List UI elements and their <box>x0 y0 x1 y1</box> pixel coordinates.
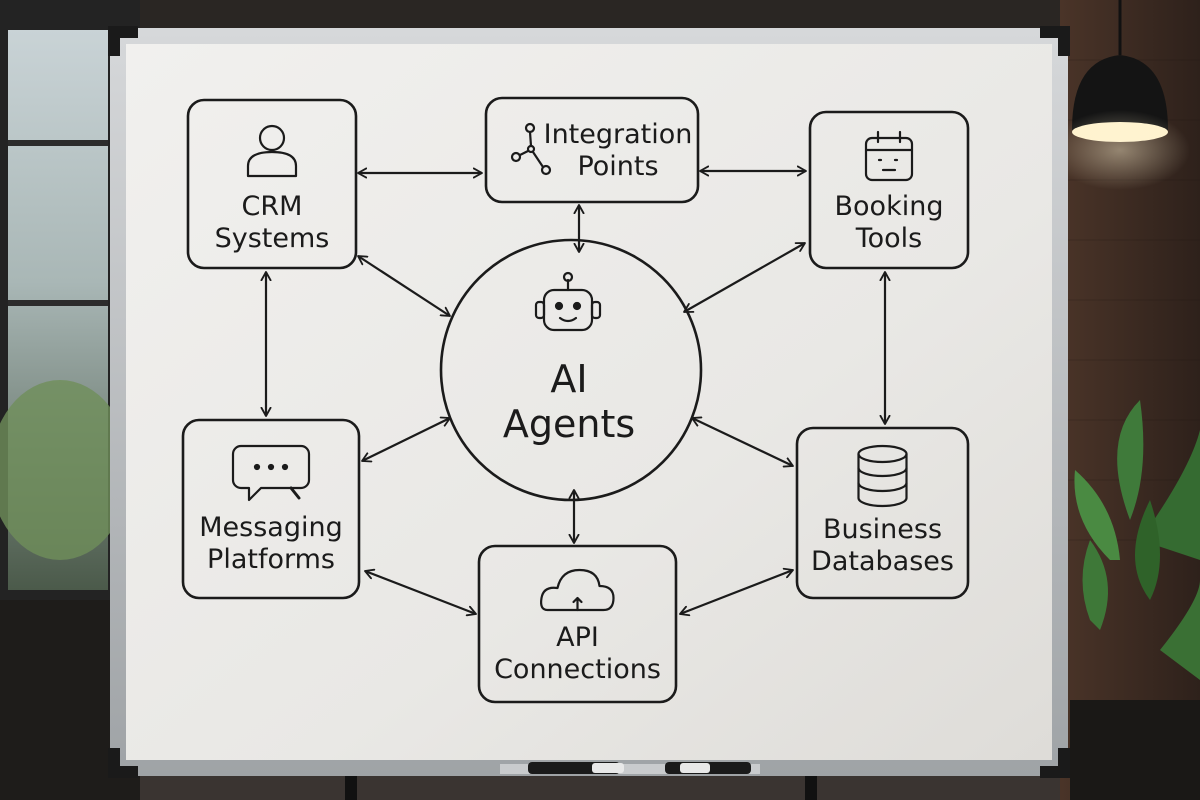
ai-agents-label-line: Agents <box>503 402 635 446</box>
business-databases-label-line: Databases <box>811 546 954 577</box>
connector-messaging-platforms-to-api-connections <box>364 568 477 617</box>
api-connections-box <box>477 544 678 704</box>
marker-tray <box>500 764 760 774</box>
person-icon <box>246 124 298 178</box>
messaging-platforms-box <box>181 418 361 600</box>
crm-systems-label-line: CRM <box>242 191 303 222</box>
crm-systems-box <box>186 98 358 270</box>
connection-layer <box>260 165 891 617</box>
integration-points-box <box>484 96 700 204</box>
calendar-icon <box>864 130 914 182</box>
robot-icon <box>534 271 602 332</box>
cloud-icon <box>540 568 615 612</box>
connector-messaging-platforms-to-ai-agents <box>361 416 451 463</box>
crm-systems-label-line: Systems <box>215 223 330 254</box>
booking-tools-box <box>808 110 970 270</box>
network-icon <box>510 122 552 176</box>
ai-agents-circle <box>439 238 703 502</box>
easel-leg <box>345 770 357 800</box>
connector-business-databases-to-api-connections <box>679 567 794 617</box>
frame-corner <box>1040 26 1070 56</box>
frame-corner <box>108 748 138 778</box>
api-connections-label-line: API <box>556 622 599 653</box>
business-databases-label-line: Business <box>823 514 942 545</box>
pendant-lamp <box>1072 55 1168 130</box>
frame-corner <box>108 26 138 56</box>
integration-points-label-line: Integration <box>544 119 693 150</box>
business-databases-box <box>795 426 970 600</box>
connector-business-databases-to-ai-agents <box>691 416 794 468</box>
frame-corner <box>1040 748 1070 778</box>
plant <box>1074 400 1200 680</box>
connector-booking-tools-to-ai-agents <box>683 242 806 313</box>
whiteboard-surface <box>126 44 1052 760</box>
chat-bubble-icon <box>231 444 311 502</box>
ai-agents-label-line: AI <box>550 357 587 401</box>
node-layer: CRMSystemsIntegrationPointsBookingToolsM… <box>181 96 970 704</box>
booking-tools-label-line: Booking <box>835 191 944 222</box>
api-connections-label-line: Connections <box>494 654 661 685</box>
integration-points-label-line: Points <box>577 151 658 182</box>
messaging-platforms-label-line: Messaging <box>199 512 342 543</box>
booking-tools-label-line: Tools <box>855 223 923 254</box>
messaging-platforms-label-line: Platforms <box>207 544 335 575</box>
connector-crm-systems-to-ai-agents <box>357 255 451 317</box>
database-icon <box>857 444 908 508</box>
tree-blur <box>0 380 130 560</box>
easel-leg <box>805 770 817 800</box>
